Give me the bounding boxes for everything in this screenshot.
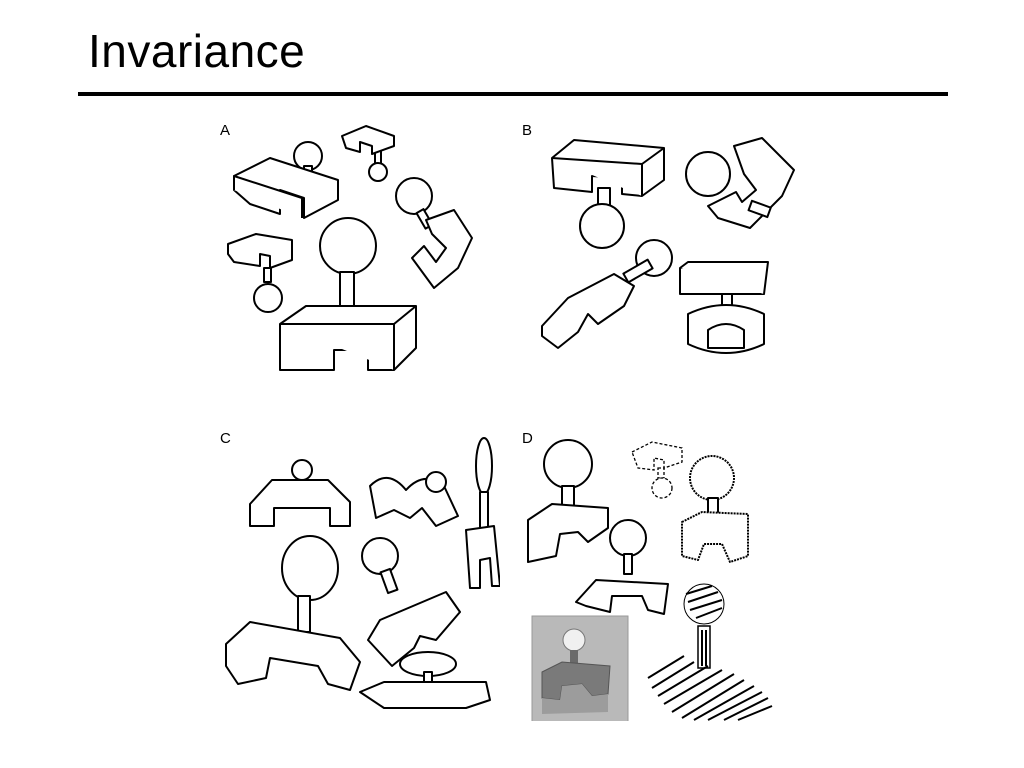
object-small-left — [227, 233, 293, 313]
object-b-bottomright — [679, 261, 769, 354]
object-d-rough — [681, 455, 749, 563]
object-d-hatched — [647, 583, 773, 721]
object-d-dotted — [631, 441, 683, 499]
object-c-topleft — [249, 459, 351, 527]
object-c-twisted — [369, 471, 459, 527]
object-b-topleft — [551, 139, 665, 249]
object-c-large — [225, 535, 361, 691]
object-d-shaded — [531, 615, 629, 721]
panel-d-drawing — [527, 439, 773, 721]
panel-a-label: A — [220, 122, 231, 139]
object-d-topleft — [527, 439, 609, 563]
panel-a-drawing — [227, 125, 473, 371]
panel-d: D — [512, 426, 802, 721]
object-c-tall — [465, 437, 500, 589]
object-c-flat — [359, 651, 491, 709]
panel-b-drawing — [541, 137, 795, 354]
panel-b: B — [512, 118, 802, 413]
object-d-mid — [575, 519, 669, 615]
object-large-bottom — [279, 217, 417, 371]
invariance-figure: A — [210, 118, 810, 728]
object-right-rotated — [395, 177, 473, 289]
panel-a: A — [210, 118, 500, 413]
title-divider — [78, 92, 948, 96]
panel-c-label: C — [220, 430, 231, 447]
slide-title: Invariance — [88, 25, 306, 77]
panel-b-label: B — [522, 122, 533, 139]
panel-c-drawing — [225, 437, 500, 709]
object-b-mid — [541, 239, 673, 349]
object-c-mid — [361, 537, 461, 667]
object-b-topright — [685, 137, 795, 229]
object-small-top — [341, 125, 395, 182]
panel-d-label: D — [522, 430, 533, 447]
object-medium-tilted — [233, 141, 339, 219]
panel-c: C — [210, 426, 500, 721]
